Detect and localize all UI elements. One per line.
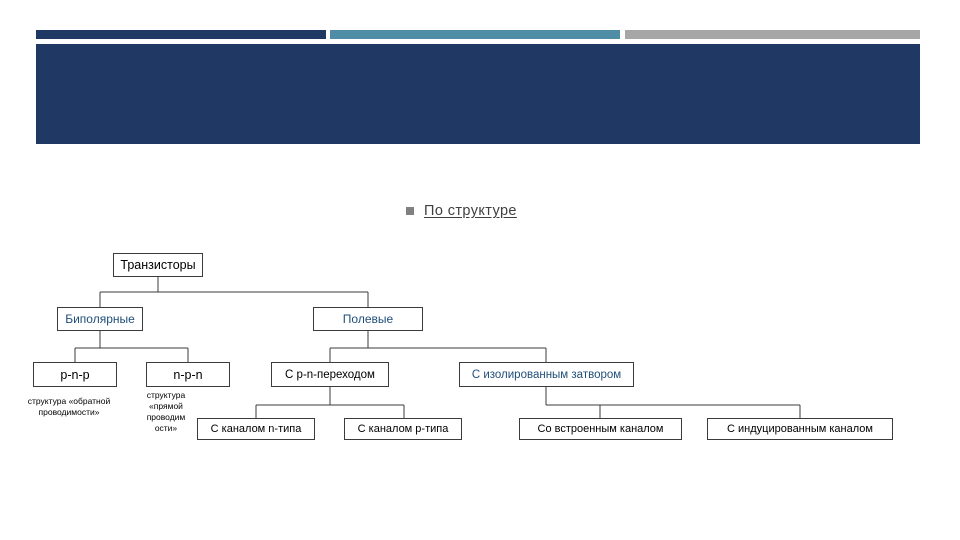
node-npn-label: n-p-n <box>173 367 203 382</box>
square-bullet-icon <box>406 207 414 215</box>
node-insulated-gate: С изолированным затвором <box>459 362 634 387</box>
node-p-channel-label: С каналом p-типа <box>357 423 449 435</box>
section-heading-label: По структуре <box>424 203 517 219</box>
annotation-pnp: структура «обратной проводимости» <box>20 396 118 418</box>
node-bipolar: Биполярные <box>57 307 143 331</box>
top-bar-gray <box>625 30 920 39</box>
node-junction-fet: С p-n-переходом <box>271 362 389 387</box>
node-npn: n-p-n <box>146 362 230 387</box>
node-junction-fet-label: С p-n-переходом <box>285 368 375 381</box>
node-root-label: Транзисторы <box>120 258 196 272</box>
node-field-label: Полевые <box>342 312 394 326</box>
node-insulated-gate-label: С изолированным затвором <box>471 368 622 381</box>
node-induced-channel: С индуцированным каналом <box>707 418 893 440</box>
node-built-in-channel: Со встроенным каналом <box>519 418 682 440</box>
node-bipolar-label: Биполярные <box>65 312 135 326</box>
node-pnp-label: p-n-p <box>60 367 90 382</box>
annotation-npn-label: структура «прямой проводим ости» <box>146 390 186 433</box>
node-pnp: p-n-p <box>33 362 117 387</box>
section-heading: По структуре <box>406 203 517 219</box>
annotation-npn: структура «прямой проводим ости» <box>140 390 192 434</box>
top-bar-dark <box>36 30 326 39</box>
node-n-channel: С каналом n-типа <box>197 418 315 440</box>
node-built-in-channel-label: Со встроенным каналом <box>537 423 664 435</box>
node-n-channel-label: С каналом n-типа <box>210 423 302 435</box>
node-root: Транзисторы <box>113 253 203 277</box>
annotation-pnp-label: структура «обратной проводимости» <box>27 396 111 417</box>
node-induced-channel-label: С индуцированным каналом <box>727 423 873 435</box>
top-bar-teal <box>330 30 620 39</box>
title-band <box>36 44 920 144</box>
node-field: Полевые <box>313 307 423 331</box>
node-p-channel: С каналом p-типа <box>344 418 462 440</box>
